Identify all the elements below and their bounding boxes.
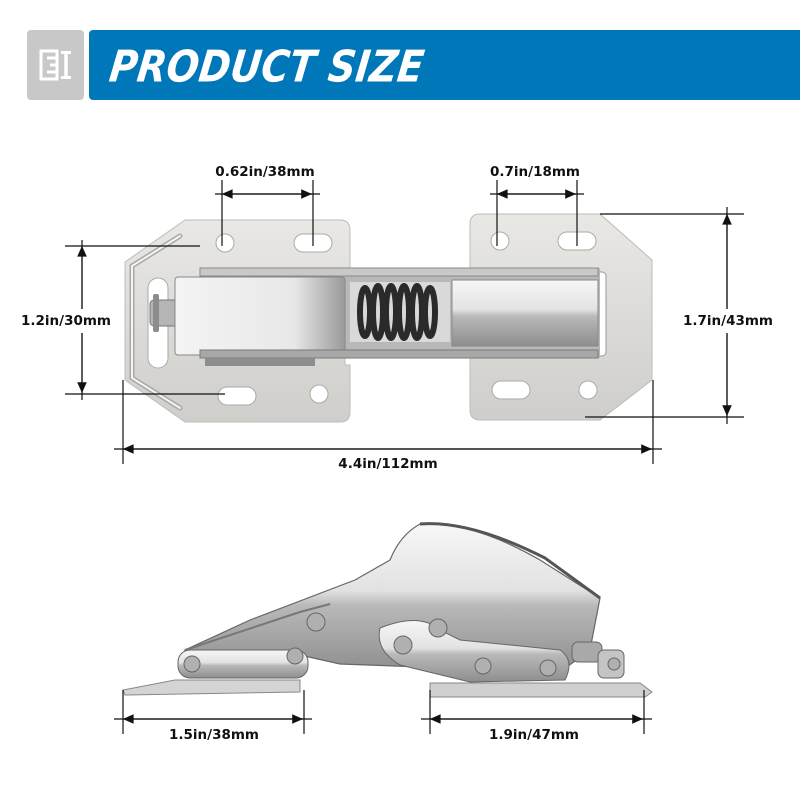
dim-label-right-base-length: 1.9in/47mm — [488, 727, 580, 743]
dimension-lines-top — [65, 180, 744, 464]
header-title-bar: PRODUCT SIZE — [89, 30, 800, 100]
ruler-caliper-icon — [39, 49, 71, 81]
dim-label-left-plate-height: 1.2in/30mm — [20, 309, 112, 333]
dimension-lines-side — [114, 690, 652, 734]
dim-label-right-plate-height: 1.7in/43mm — [682, 309, 774, 333]
dim-label-hole-spacing-right: 0.7in/18mm — [489, 164, 581, 180]
hinge-side-view — [122, 522, 653, 698]
dim-label-total-length: 4.4in/112mm — [338, 456, 438, 472]
dim-label-hole-spacing-left: 0.62in/38mm — [215, 164, 315, 180]
dim-label-left-base-length: 1.5in/38mm — [168, 727, 260, 743]
hinge-top-view — [124, 213, 653, 423]
header-icon-box — [27, 30, 84, 100]
